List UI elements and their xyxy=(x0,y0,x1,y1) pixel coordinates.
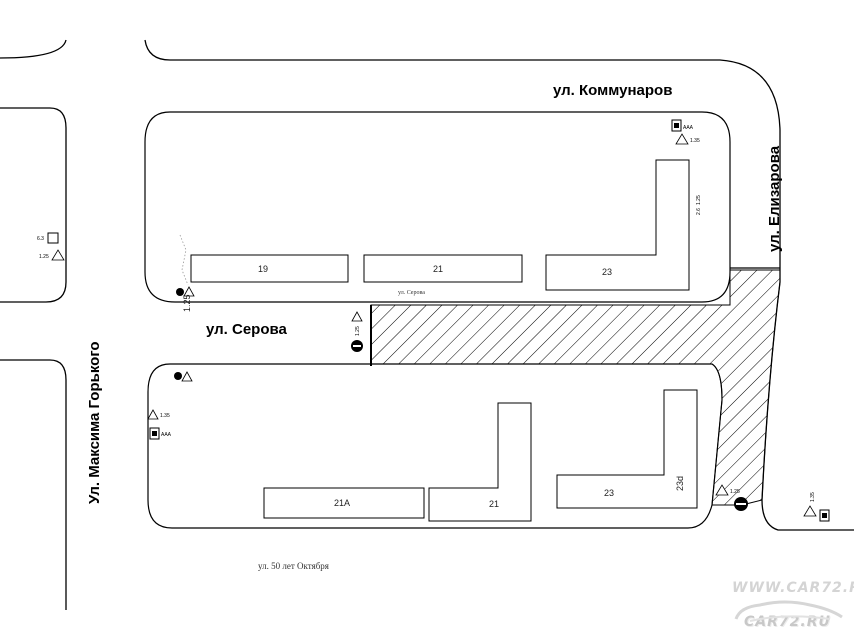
curb-left-block-upper xyxy=(0,107,67,303)
building-21a-label: 21А xyxy=(334,498,350,508)
building-21-top xyxy=(363,254,523,283)
sign-code-label: 1.25 xyxy=(182,294,192,312)
building-23-bottom xyxy=(556,389,698,509)
building-23d-label: 23d xyxy=(675,476,685,491)
street-name-elizarova: ул. Елизарова xyxy=(766,145,783,252)
svg-text:6.3: 6.3 xyxy=(37,236,44,242)
parking-sign-icon: AAA xyxy=(149,427,172,440)
sign-code-label: 1.35 xyxy=(810,492,816,502)
building-21-bottom xyxy=(428,402,532,522)
faint-marking xyxy=(179,234,189,286)
warning-triangle-icon xyxy=(803,505,817,517)
no-entry-icon xyxy=(176,288,184,296)
svg-text:1.25: 1.25 xyxy=(696,195,702,205)
street-name-gorkogo: Ул. Максима Горького xyxy=(86,341,103,504)
warning-triangle-icon xyxy=(715,484,729,496)
building-19-label: 19 xyxy=(258,264,268,274)
watermark-line1: WWW.CAR72.RU xyxy=(732,580,854,596)
svg-text:2.6: 2.6 xyxy=(696,208,702,215)
building-21a xyxy=(263,487,425,519)
no-entry-icon xyxy=(734,497,748,511)
sign-code-label: 1.25 xyxy=(730,489,740,495)
warning-triangle-icon xyxy=(183,286,195,297)
car-logo-icon xyxy=(734,600,843,622)
curb-top-left xyxy=(0,39,67,59)
building-23-top-label: 23 xyxy=(602,267,612,277)
svg-text:1.35: 1.35 xyxy=(690,138,700,144)
curb-left-block-lower xyxy=(0,359,67,610)
warning-triangle-icon: 1.35 xyxy=(147,409,170,420)
svg-text:AAA: AAA xyxy=(683,125,694,131)
no-entry-icon xyxy=(351,340,363,352)
speed-bump-icon: 6.3 xyxy=(37,232,59,244)
buildings-upper xyxy=(190,159,690,291)
building-21-bottom-label: 21 xyxy=(489,499,499,509)
parking-sign-icon: AAA xyxy=(671,119,694,132)
warning-triangle-icon: 1.35 xyxy=(675,133,700,145)
warning-triangle-icon xyxy=(181,371,193,382)
upper-block xyxy=(144,111,731,303)
building-21-top-label: 21 xyxy=(433,264,443,274)
warning-triangle-icon xyxy=(351,311,363,322)
street-name-kommunarov: ул. Коммунаров xyxy=(553,82,673,99)
road-sign-marker: 2.6 1.25 xyxy=(696,195,702,215)
no-entry-icon xyxy=(174,372,182,380)
street-name-50-let-oktyabrya: ул. 50 лет Октября xyxy=(258,561,329,571)
warning-triangle-icon: 1.25 xyxy=(39,249,65,261)
buildings-lower xyxy=(263,389,698,522)
street-name-serova: ул. Серова xyxy=(206,321,287,338)
parking-sign-icon xyxy=(819,509,830,522)
hatched-zone xyxy=(370,267,781,506)
sign-code-label: 1.25 xyxy=(355,326,361,336)
building-19 xyxy=(190,254,349,283)
svg-text:1.35: 1.35 xyxy=(160,413,170,419)
svg-text:AAA: AAA xyxy=(161,432,172,438)
street-name-serova-small: ул. Серова xyxy=(398,290,425,296)
building-23-bottom-label: 23 xyxy=(604,488,614,498)
building-23-top xyxy=(545,159,690,291)
svg-text:1.25: 1.25 xyxy=(39,254,49,260)
